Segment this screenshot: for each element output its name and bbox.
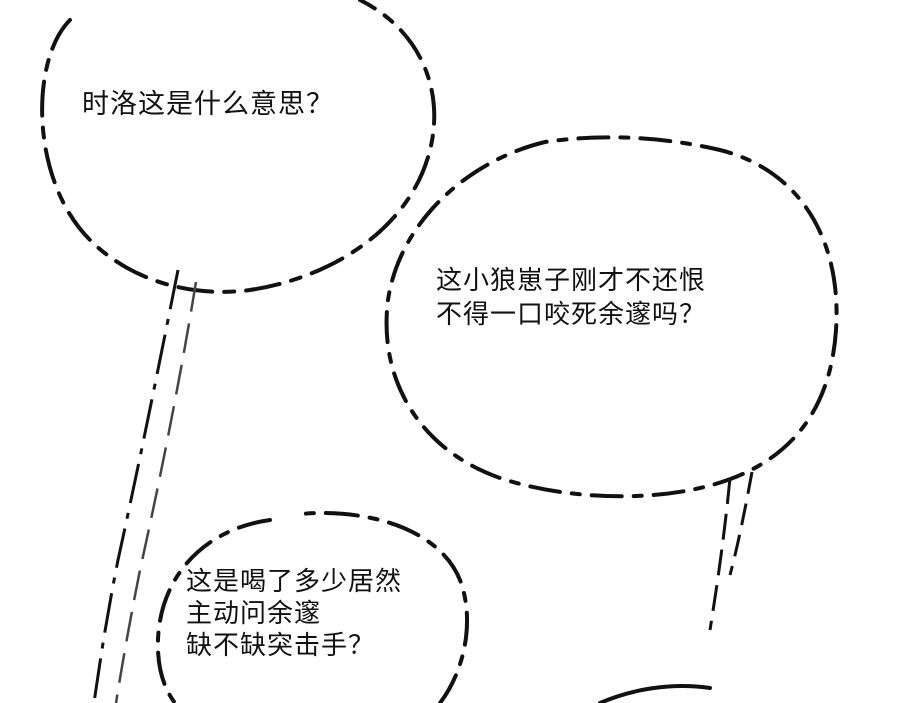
- speech-bubble-3: [155, 511, 470, 703]
- bubble-2-outline: [384, 135, 839, 499]
- bubble-2-text: 这小狼崽子刚才不还恨 不得一口咬死余邃吗？: [436, 264, 706, 332]
- bubble-3-outline: [155, 511, 470, 703]
- bubble-1-text: 时洛这是什么意思？: [82, 88, 334, 122]
- bubble-3-line-3: 缺不缺突击手？: [186, 631, 376, 661]
- bubble-3-line-2: 主动问余邃: [186, 599, 322, 629]
- bubble-1-line-1: 时洛这是什么意思？: [82, 89, 334, 120]
- bubble-1-tail-right: [114, 281, 198, 703]
- speech-bubble-2: [384, 135, 839, 631]
- bubble-2-line-1: 这小狼崽子刚才不还恨: [436, 266, 707, 296]
- bubble-1-outline: [40, 0, 437, 294]
- bubble-2-tail-right: [728, 471, 754, 576]
- bubble-3-line-1: 这是喝了多少居然: [186, 567, 403, 597]
- speech-bubble-1: [40, 0, 437, 703]
- speech-bubble-4-partial: [598, 684, 712, 703]
- bubble-3-text: 这是喝了多少居然 主动问余邃 缺不缺突击手？: [186, 566, 402, 662]
- bubble-2-tail-left: [708, 477, 732, 631]
- bubble-2-line-2: 不得一口咬死余邃吗？: [436, 300, 707, 330]
- bubble-1-tail-left: [92, 269, 180, 703]
